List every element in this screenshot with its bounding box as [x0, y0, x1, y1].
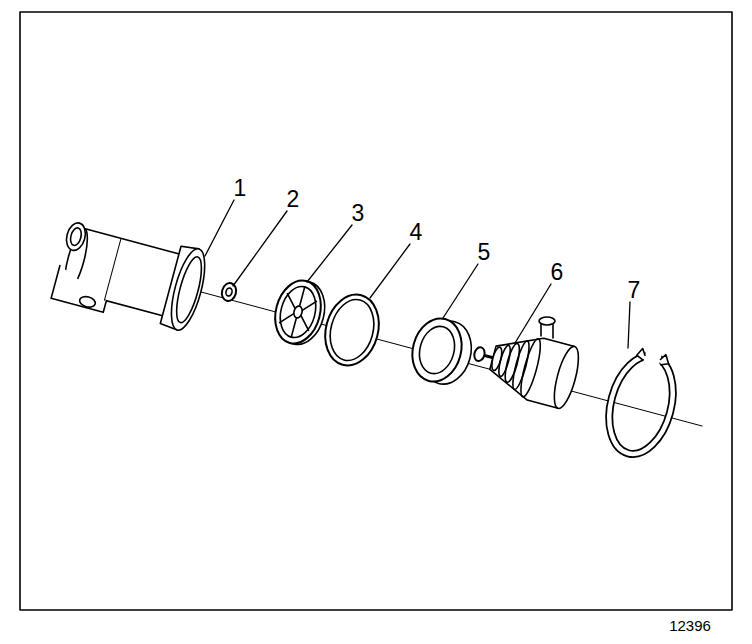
port	[64, 221, 89, 253]
ring-outer	[318, 288, 387, 371]
mount-tab	[51, 265, 112, 312]
grease-fitting	[539, 317, 555, 338]
ring-gap	[643, 348, 662, 366]
boot-rib	[502, 342, 522, 383]
fitting-top	[539, 317, 555, 325]
callout-number: 2	[287, 188, 300, 211]
axis-line	[160, 281, 702, 426]
figure-number: 12396	[669, 618, 711, 633]
ring-eye	[659, 354, 671, 367]
leader-line	[443, 264, 478, 318]
housing	[50, 215, 211, 335]
callout-number: 4	[410, 221, 423, 244]
nut	[220, 281, 238, 302]
callout-number: 6	[551, 261, 564, 284]
callout-number: 1	[234, 177, 247, 200]
ball-stud	[466, 322, 583, 411]
snap-ring	[599, 342, 685, 461]
spoked-disc	[268, 275, 331, 349]
leader-line	[370, 244, 410, 298]
disc-spokes	[277, 283, 319, 341]
ring-band-inner	[599, 349, 683, 461]
bushing-face	[406, 313, 469, 387]
frame	[20, 12, 732, 610]
leader-line	[233, 211, 287, 286]
leader-line	[515, 284, 551, 343]
nut-body	[220, 281, 238, 302]
leader-line	[628, 302, 630, 348]
boot-rib	[517, 337, 544, 398]
disc-rim	[268, 275, 327, 348]
callout-number: 3	[352, 202, 365, 225]
flange-bore	[172, 255, 207, 325]
nut-hole	[225, 287, 233, 296]
flange	[165, 246, 212, 334]
housing-edge	[104, 238, 121, 300]
callout-number: 5	[478, 241, 491, 264]
leader-line	[307, 225, 352, 282]
leader-lines	[205, 200, 630, 348]
ring-inner	[324, 295, 381, 366]
ring-eye	[636, 347, 647, 360]
leader-line	[205, 200, 234, 256]
cap-end	[549, 344, 583, 410]
bushing-bore	[414, 322, 459, 377]
port-bore	[69, 227, 83, 247]
tab-hole	[78, 295, 96, 309]
o-ring	[318, 288, 387, 371]
callout-number: 7	[628, 279, 641, 302]
boot-rib	[497, 344, 513, 377]
ring-band	[599, 349, 683, 461]
stud-nut	[473, 346, 486, 362]
bushing	[406, 313, 479, 390]
disc-inner	[275, 282, 321, 341]
